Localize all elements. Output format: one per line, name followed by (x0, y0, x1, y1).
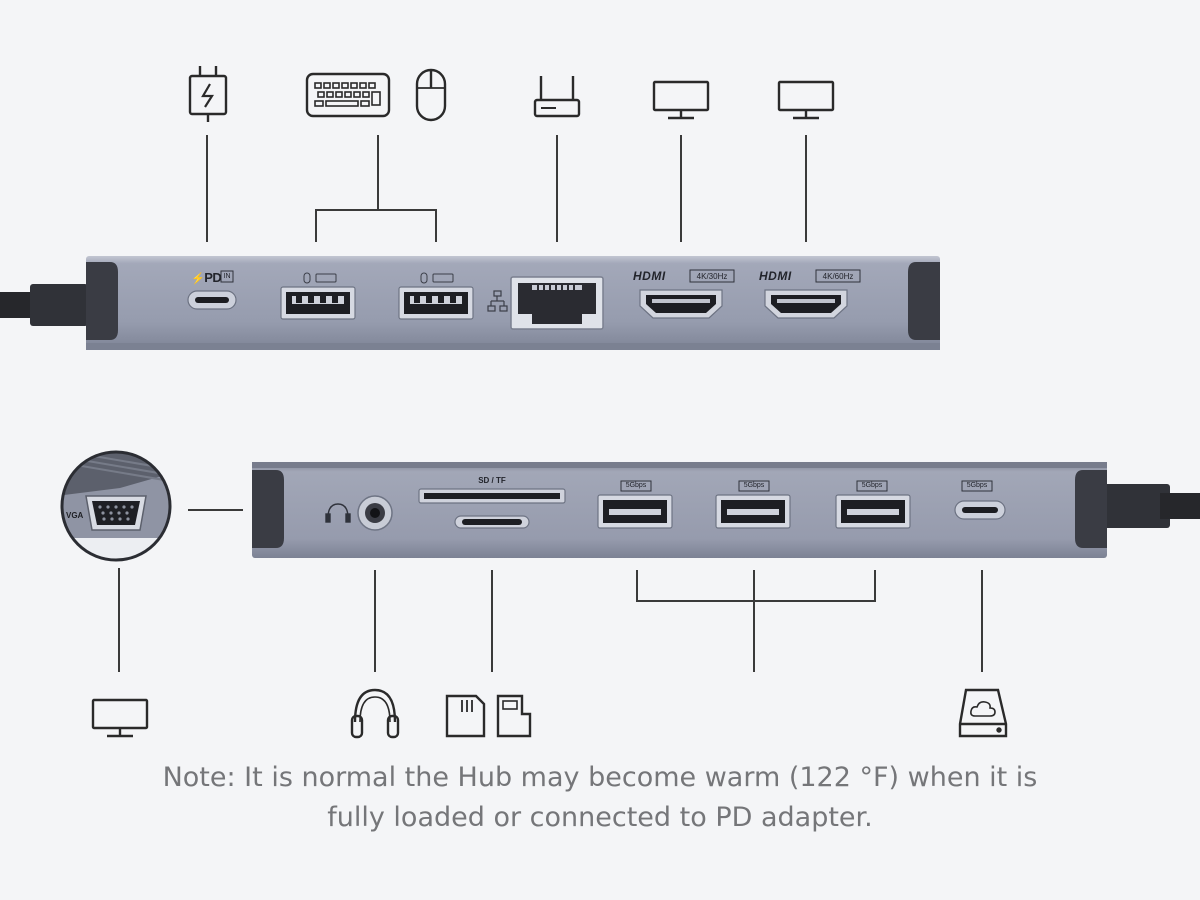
usb-a-5gbps-port (835, 494, 911, 529)
sd-card-slot (418, 488, 566, 504)
sd-card-icon (445, 694, 486, 738)
ethernet-port (510, 276, 604, 330)
hdmi-1-spec: 4K/30Hz (696, 272, 728, 281)
monitor-icon (91, 698, 149, 738)
usb-a-5gbps-port (715, 494, 791, 529)
pd-in-label: IN (223, 273, 231, 280)
keyboard-icon (305, 72, 391, 118)
usb-c-cable (1104, 484, 1170, 528)
hdmi-port-1 (639, 289, 723, 319)
charger-icon (188, 66, 228, 122)
usb-speed-label-3: 5Gbps (861, 482, 883, 489)
warning-note: Note: It is normal the Hub may become wa… (0, 758, 1200, 838)
usb-speed-label-1: 5Gbps (625, 482, 647, 489)
vga-label: VGA (66, 511, 84, 520)
note-line-1: Note: It is normal the Hub may become wa… (162, 762, 1038, 793)
note-line-2: fully loaded or connected to PD adapter. (327, 802, 873, 833)
router-icon (533, 76, 581, 118)
ethernet-symbol-icon (487, 290, 508, 312)
usb-a-port (398, 286, 474, 320)
usb-c-5gbps-port (954, 500, 1006, 520)
microsd-card-slot (454, 515, 530, 529)
usb-a-port (280, 286, 356, 320)
card-slot-label: SD / TF (478, 476, 506, 485)
usb-speed-label-2: 5Gbps (743, 482, 765, 489)
mouse-icon (415, 68, 447, 122)
connector-lines (118, 135, 983, 672)
hub-body (252, 462, 1107, 558)
microsd-card-icon (496, 694, 532, 738)
hub-top-view (0, 256, 940, 350)
vga-port-zoom (60, 450, 172, 562)
hdmi-port-2 (764, 289, 848, 319)
pd-label: PD (204, 270, 222, 285)
headphones-icon (350, 688, 400, 739)
monitor-icon (777, 80, 835, 120)
monitor-icon (652, 80, 710, 120)
usbc-speed-label: 5Gbps (966, 482, 988, 489)
hdmi-1-logo: HDMI (633, 269, 666, 283)
headphone-jack-symbol-icon (325, 503, 351, 523)
hdmi-2-logo: HDMI (759, 269, 792, 283)
hub-bottom-view (252, 462, 1200, 558)
audio-jack-port (357, 495, 393, 531)
hdmi-2-spec: 4K/60Hz (822, 272, 854, 281)
external-drive-icon (958, 688, 1008, 738)
usb-a-5gbps-port (597, 494, 673, 529)
